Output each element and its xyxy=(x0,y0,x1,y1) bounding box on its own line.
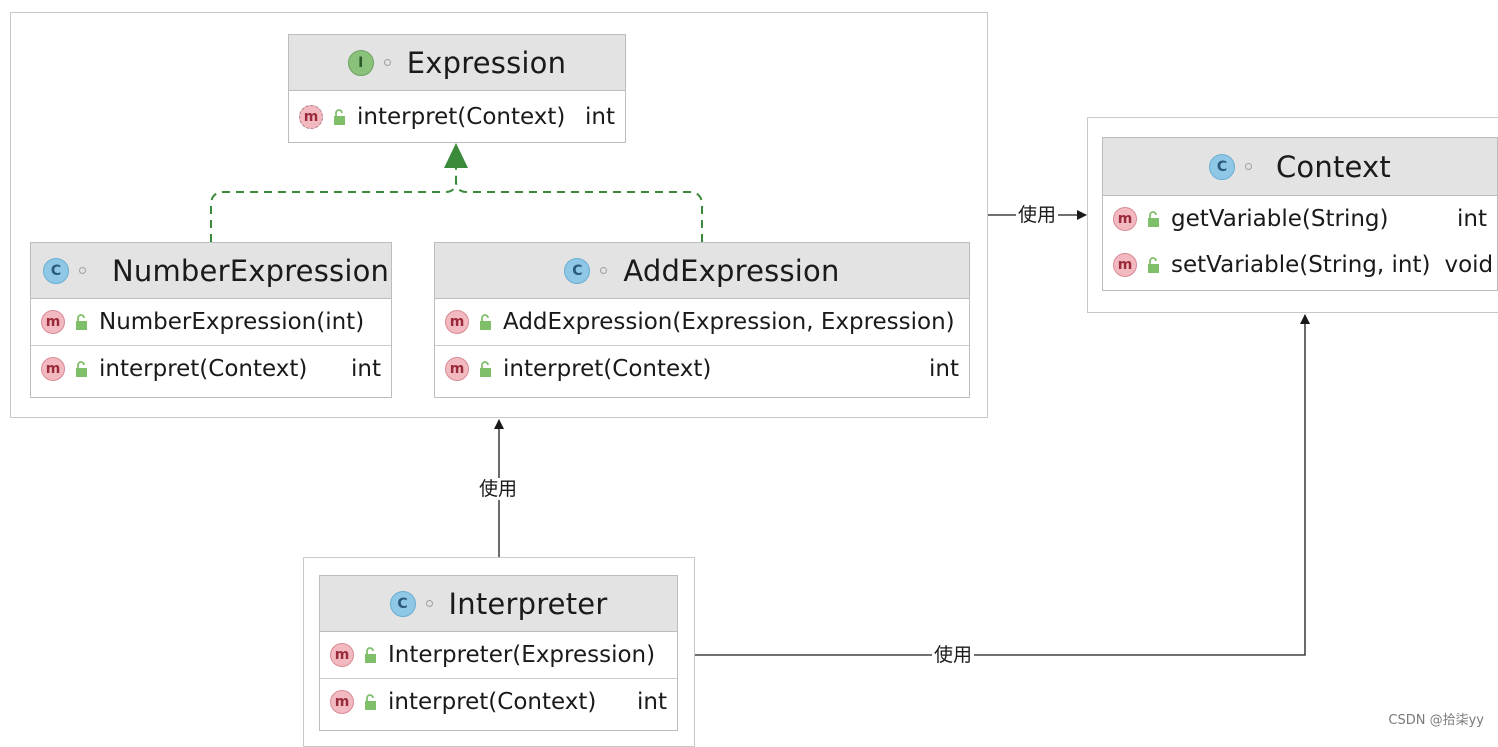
class-name: Context xyxy=(1275,149,1391,184)
method-icon: m xyxy=(330,643,354,667)
class-header: C Interpreter xyxy=(320,576,677,632)
public-lock-icon xyxy=(76,360,87,377)
public-lock-icon xyxy=(1148,211,1159,227)
class-name: Expression xyxy=(406,45,567,80)
member-row[interactable]: m setVariable(String, int) void xyxy=(1103,242,1497,288)
member-signature: interpret(Context) xyxy=(357,104,566,130)
edge-label-expressions-context: 使用 xyxy=(1016,204,1059,226)
visibility-icon xyxy=(1244,163,1252,170)
public-lock-icon xyxy=(365,693,376,710)
member-row[interactable]: m interpret(Context) int xyxy=(289,91,625,143)
member-row[interactable]: m NumberExpression(int) xyxy=(31,299,391,345)
public-lock-icon xyxy=(480,360,491,377)
member-signature: interpret(Context) xyxy=(99,355,308,382)
member-row[interactable]: m Interpreter(Expression) xyxy=(320,632,677,678)
member-row[interactable]: m interpret(Context) int xyxy=(31,345,391,391)
class-header: C AddExpression xyxy=(435,243,969,299)
method-icon: m xyxy=(330,689,354,714)
member-signature: getVariable(String) xyxy=(1171,206,1389,232)
edge-label-interpreter-context: 使用 xyxy=(932,644,975,666)
method-icon: m xyxy=(41,310,65,334)
member-type: int xyxy=(929,355,959,382)
member-type: int xyxy=(351,355,381,382)
member-signature: interpret(Context) xyxy=(503,355,712,382)
class-header: C NumberExpression xyxy=(31,243,391,299)
class-icon: C xyxy=(1208,153,1235,180)
visibility-icon xyxy=(79,267,86,274)
class-context[interactable]: C Context m getVariable(String) int m se… xyxy=(1102,137,1498,291)
method-icon: m xyxy=(41,356,65,381)
member-row[interactable]: m interpret(Context) int xyxy=(435,345,969,391)
member-type: int xyxy=(637,688,667,715)
member-signature: NumberExpression(int) xyxy=(99,309,365,335)
member-signature: AddExpression(Expression, Expression) xyxy=(503,309,955,335)
edge-label-interpreter-expressions: 使用 xyxy=(477,478,520,500)
member-signature: Interpreter(Expression) xyxy=(388,642,656,668)
class-number-expression[interactable]: C NumberExpression m NumberExpression(in… xyxy=(30,242,392,398)
member-signature: setVariable(String, int) xyxy=(1171,252,1431,278)
class-icon: C xyxy=(564,257,591,284)
class-name: AddExpression xyxy=(623,253,840,288)
public-lock-icon xyxy=(76,314,87,330)
public-lock-icon xyxy=(365,647,376,663)
member-type: int xyxy=(585,104,615,130)
member-type: void xyxy=(1444,252,1494,278)
class-icon: C xyxy=(43,257,69,284)
public-lock-icon xyxy=(1148,257,1159,273)
class-name: NumberExpression xyxy=(112,253,390,288)
class-header: I Expression xyxy=(289,35,625,91)
class-icon: C xyxy=(389,590,416,617)
public-lock-icon xyxy=(334,109,345,125)
class-expression[interactable]: I Expression m interpret(Context) int xyxy=(288,34,626,143)
member-signature: interpret(Context) xyxy=(388,688,597,715)
method-icon: m xyxy=(445,356,469,381)
visibility-icon xyxy=(425,600,433,607)
method-icon: m xyxy=(299,105,323,129)
class-name: Interpreter xyxy=(448,586,608,621)
method-icon: m xyxy=(1113,207,1137,231)
visibility-icon xyxy=(600,267,608,274)
watermark: CSDN @拾柒yy xyxy=(1388,713,1484,728)
member-type: int xyxy=(1457,206,1487,232)
visibility-icon xyxy=(383,59,391,66)
method-icon: m xyxy=(1113,253,1137,277)
member-row[interactable]: m getVariable(String) int xyxy=(1103,196,1497,242)
class-add-expression[interactable]: C AddExpression m AddExpression(Expressi… xyxy=(434,242,970,398)
member-row[interactable]: m AddExpression(Expression, Expression) xyxy=(435,299,969,345)
interface-icon: I xyxy=(347,49,374,76)
class-header: C Context xyxy=(1103,138,1497,196)
member-row[interactable]: m interpret(Context) int xyxy=(320,678,677,724)
method-icon: m xyxy=(445,310,469,334)
class-interpreter[interactable]: C Interpreter m Interpreter(Expression) … xyxy=(319,575,678,731)
public-lock-icon xyxy=(480,314,491,330)
